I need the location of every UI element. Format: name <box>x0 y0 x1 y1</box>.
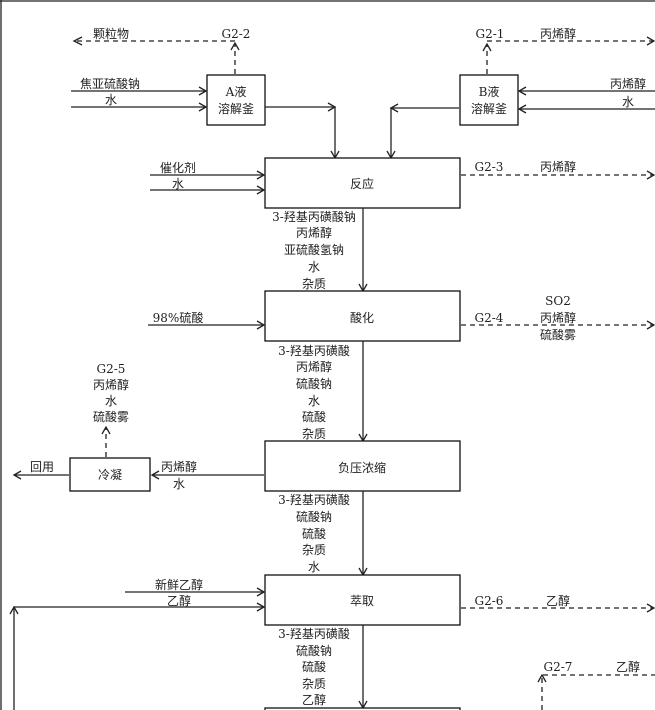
concentration-box <box>264 440 461 492</box>
dissolver-b-box <box>459 74 519 126</box>
stream5-item: 3-羟基丙磺酸 <box>278 626 350 641</box>
arrowhead <box>256 185 266 195</box>
g2-7-item: 乙醇 <box>616 659 640 674</box>
arrowhead <box>72 36 83 46</box>
a-to-reaction-line <box>265 106 336 158</box>
next-unit-box <box>264 707 461 710</box>
stream4-item: 3-羟基丙磺酸 <box>278 492 350 507</box>
dissolver-a-label-2: 溶解釜 <box>218 101 254 116</box>
dissolver-b-label-2: 溶解釜 <box>471 101 507 116</box>
g2-2-item: 颗粒物 <box>93 26 129 41</box>
arrowhead <box>256 170 266 180</box>
arrowhead <box>101 425 111 435</box>
arrowhead <box>517 104 527 114</box>
stream5-item: 乙醇 <box>302 692 326 707</box>
stream5-item: 杂质 <box>302 677 326 691</box>
input-e2-label: 乙醇 <box>167 593 191 608</box>
g2-4-item: 丙烯醇 <box>540 310 576 325</box>
extraction-box <box>264 574 461 626</box>
extraction-label: 萃取 <box>350 594 374 608</box>
stream1-item: 杂质 <box>302 277 326 291</box>
arrowhead <box>646 36 655 46</box>
g2-3-item: 丙烯醇 <box>540 159 576 174</box>
input-b2-label: 水 <box>622 95 634 109</box>
g2-5-item: 硫酸雾 <box>93 409 129 424</box>
stream5-item: 硫酸钠 <box>296 643 332 658</box>
acidification-label: 酸化 <box>350 310 374 325</box>
stream1-item: 3-羟基丙磺酸钠 <box>272 209 356 224</box>
arrowhead <box>256 320 266 330</box>
stream4-item: 水 <box>308 560 320 574</box>
reaction-label: 反应 <box>350 176 374 191</box>
stream2-item: 3-羟基丙磺酸 <box>278 343 350 358</box>
arrowhead <box>256 602 266 612</box>
input-e1-label: 新鲜乙醇 <box>155 577 203 592</box>
arrowhead <box>198 102 208 112</box>
g2-1-item: 丙烯醇 <box>540 26 576 41</box>
arrowhead <box>389 103 399 113</box>
condenser-out-label: 回用 <box>30 460 54 474</box>
stream2-item: 硫酸 <box>302 409 326 424</box>
g2-4-item: SO2 <box>545 294 571 308</box>
concentration-label: 负压浓缩 <box>338 460 386 475</box>
b-to-reaction-line <box>390 107 459 158</box>
stream3-item: 丙烯醇 <box>161 459 197 474</box>
arrowhead <box>646 603 655 613</box>
stream2-item: 水 <box>308 394 320 408</box>
arrowhead <box>517 86 527 96</box>
input-r1-label: 催化剂 <box>160 160 196 175</box>
g2-6-id: G2-6 <box>475 594 504 608</box>
stream4-item: 硫酸 <box>302 526 326 541</box>
stream5-item: 硫酸 <box>302 659 326 674</box>
stream4-item: 硫酸钠 <box>296 509 332 524</box>
g2-6-item: 乙醇 <box>546 593 570 608</box>
g2-7-line <box>541 674 655 710</box>
stream4-item: 杂质 <box>302 543 326 557</box>
arrowhead <box>9 605 19 615</box>
g2-1-id: G2-1 <box>476 27 505 41</box>
stream2-item: 硫酸钠 <box>296 376 332 391</box>
condenser-box <box>69 457 151 492</box>
g2-5-item: 水 <box>105 394 117 408</box>
g2-7-id: G2-7 <box>544 660 573 674</box>
input-r2-label: 水 <box>172 177 184 191</box>
g2-5-item: 丙烯醇 <box>93 377 129 392</box>
g2-4-item: 硫酸雾 <box>540 327 576 342</box>
g2-2-id: G2-2 <box>222 27 251 41</box>
dissolver-a-box <box>206 74 266 126</box>
arrowhead <box>230 41 240 51</box>
stream2-item: 丙烯醇 <box>296 359 332 374</box>
acidification-box <box>264 290 461 342</box>
stream1-item: 丙烯醇 <box>296 225 332 240</box>
arrowhead <box>646 320 655 330</box>
input-a2-label: 水 <box>105 93 117 107</box>
arrowhead <box>646 170 655 180</box>
arrowhead <box>482 42 492 52</box>
dissolver-a-label-1: A液 <box>225 84 247 99</box>
input-b1-label: 丙烯醇 <box>610 76 646 91</box>
dissolver-b-label-1: B液 <box>479 84 500 99</box>
arrowhead <box>256 587 266 597</box>
stream2-item: 杂质 <box>302 427 326 441</box>
stream1-item: 水 <box>308 260 320 274</box>
g2-3-id: G2-3 <box>475 160 504 174</box>
input-acid-label: 98%硫酸 <box>153 310 204 325</box>
g2-5-id: G2-5 <box>97 362 126 376</box>
arrowhead <box>12 470 22 480</box>
ethanol-recycle-line <box>13 606 264 710</box>
arrowhead <box>198 86 208 96</box>
condenser-label: 冷凝 <box>98 467 122 482</box>
arrowhead <box>150 470 160 480</box>
g2-4-id: G2-4 <box>475 311 504 325</box>
input-a1-label: 焦亚硫酸钠 <box>80 76 140 91</box>
arrowhead <box>327 102 337 112</box>
stream1-item: 亚硫酸氢钠 <box>284 242 344 257</box>
arrowhead <box>537 673 547 683</box>
stream3-item: 水 <box>173 477 185 491</box>
